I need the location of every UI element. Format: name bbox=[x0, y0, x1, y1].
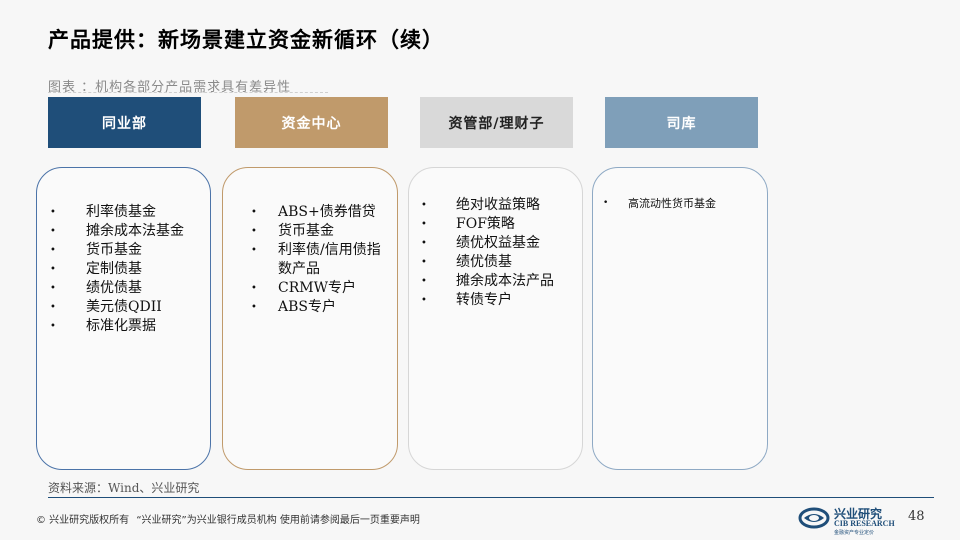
caption-divider bbox=[48, 92, 328, 93]
bullet-icon: • bbox=[421, 219, 427, 230]
list-item: •摊余成本法产品 bbox=[421, 273, 554, 289]
column-header-treasury: 司库 bbox=[605, 97, 758, 148]
bullet-icon: • bbox=[50, 207, 56, 218]
list-item: •绝对收益策略 bbox=[421, 197, 540, 213]
notice-text: “兴业研究”为兴业银行成员机构 使用前请参阅最后一页重要声明 bbox=[136, 515, 420, 526]
list-item: •利率债/信用债指数产品 bbox=[251, 242, 381, 277]
source-note: 资料来源：Wind、兴业研究 bbox=[48, 481, 200, 495]
product-list: •利率债基金 •摊余成本法基金 •货币基金 •定制债基 •绩优债基 •美元债QD… bbox=[50, 203, 205, 336]
list-item: •FOF策略 bbox=[421, 216, 515, 232]
footer-divider bbox=[48, 497, 934, 498]
page-number: 48 bbox=[908, 509, 925, 524]
list-item: •货币基金 bbox=[251, 223, 334, 239]
list-item: •利率债基金 bbox=[50, 204, 156, 220]
list-item: •绩优权益基金 bbox=[421, 235, 540, 251]
list-item: •美元债QDII bbox=[50, 299, 162, 315]
bullet-icon: • bbox=[421, 276, 427, 287]
list-item: •货币基金 bbox=[50, 242, 142, 258]
copyright-text: © 兴业研究版权所有 bbox=[36, 515, 130, 526]
bullet-icon: • bbox=[251, 302, 257, 313]
bullet-icon: • bbox=[251, 283, 257, 294]
column-header-interbank: 同业部 bbox=[48, 97, 201, 148]
bullet-icon: • bbox=[50, 302, 56, 313]
list-item: •转债专户 bbox=[421, 292, 512, 308]
column-box-treasury-center: •ABS+债券借贷 •货币基金 •利率债/信用债指数产品 •CRMW专户 •AB… bbox=[222, 167, 398, 470]
bullet-icon: • bbox=[50, 245, 56, 256]
product-list: •绝对收益策略 •FOF策略 •绩优权益基金 •绩优债基 •摊余成本法产品 •转… bbox=[421, 196, 581, 310]
bullet-icon: • bbox=[50, 264, 56, 275]
bullet-icon: • bbox=[50, 283, 56, 294]
column-header-treasury-center: 资金中心 bbox=[235, 97, 388, 148]
list-item: •ABS专户 bbox=[251, 299, 336, 315]
bullet-icon: • bbox=[603, 198, 609, 208]
bullet-icon: • bbox=[50, 321, 56, 332]
product-list: •ABS+债券借贷 •货币基金 •利率债/信用债指数产品 •CRMW专户 •AB… bbox=[251, 203, 391, 317]
cib-logo-icon bbox=[798, 507, 830, 529]
product-list: •高流动性货币基金 bbox=[603, 196, 763, 211]
column-box-interbank: •利率债基金 •摊余成本法基金 •货币基金 •定制债基 •绩优债基 •美元债QD… bbox=[36, 167, 211, 470]
list-item: •绩优债基 bbox=[50, 280, 142, 296]
column-box-asset-management: •绝对收益策略 •FOF策略 •绩优权益基金 •绩优债基 •摊余成本法产品 •转… bbox=[408, 167, 583, 470]
chart-caption: 图表 ：机构各部分产品需求具有差异性 bbox=[48, 80, 292, 95]
list-item: •CRMW专户 bbox=[251, 280, 356, 296]
list-item: •定制债基 bbox=[50, 261, 142, 277]
bullet-icon: • bbox=[251, 245, 257, 256]
list-item: •标准化票据 bbox=[50, 318, 156, 334]
logo-name-en: CIB RESEARCH bbox=[834, 519, 895, 528]
list-item: •ABS+债券借贷 bbox=[251, 204, 376, 220]
logo-name-cn: 兴业研究 bbox=[834, 507, 883, 521]
list-item: •高流动性货币基金 bbox=[603, 197, 716, 210]
page-title: 产品提供：新场景建立资金新循环（续） bbox=[48, 27, 444, 52]
column-box-treasury: •高流动性货币基金 bbox=[592, 167, 768, 470]
bullet-icon: • bbox=[50, 226, 56, 237]
bullet-icon: • bbox=[251, 226, 257, 237]
bullet-icon: • bbox=[421, 200, 427, 211]
bullet-icon: • bbox=[421, 295, 427, 306]
bullet-icon: • bbox=[251, 207, 257, 218]
logo-slogan: 金融资产专业定价 bbox=[834, 530, 875, 536]
list-item: •摊余成本法基金 bbox=[50, 223, 184, 239]
footer-disclaimer: © 兴业研究版权所有 “兴业研究”为兴业银行成员机构 使用前请参阅最后一页重要声… bbox=[36, 511, 424, 526]
bullet-icon: • bbox=[421, 257, 427, 268]
cib-research-logo: 兴业研究 CIB RESEARCH 金融资产专业定价 bbox=[798, 503, 898, 537]
list-item: •绩优债基 bbox=[421, 254, 512, 270]
bullet-icon: • bbox=[421, 238, 427, 249]
column-header-asset-management: 资管部/理财子 bbox=[420, 97, 573, 148]
